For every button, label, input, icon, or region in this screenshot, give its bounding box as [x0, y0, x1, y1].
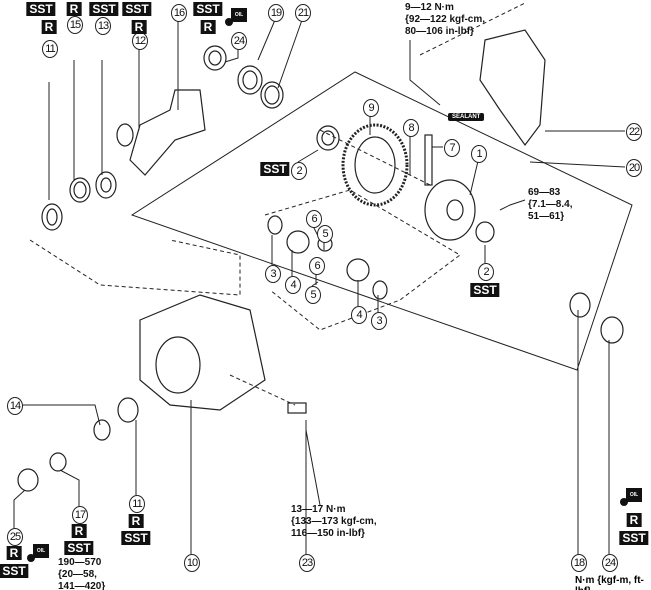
- shim-19: [237, 65, 263, 95]
- sst-tag: SST: [193, 2, 223, 16]
- bearing-race: [69, 177, 91, 203]
- bearing: [95, 171, 117, 199]
- sst-tag: SST: [0, 564, 29, 578]
- callout-15: 15: [67, 16, 83, 34]
- assembly-frame: [130, 71, 633, 371]
- callout-4: 4: [351, 306, 367, 324]
- torque-spec-ring-gear-bolt: 69—83 {7.1—8.4, 51—61}: [528, 187, 573, 222]
- oil-seal-18: [569, 292, 591, 318]
- callout-5: 5: [305, 286, 321, 304]
- drive-pinion: [129, 89, 206, 176]
- callout-24: 24: [602, 554, 618, 572]
- thrust-washer: [267, 215, 283, 235]
- callout-2: 2: [291, 162, 307, 180]
- replace-tag: R: [128, 514, 144, 528]
- sst-tag: SST: [619, 531, 649, 545]
- callout-3: 3: [371, 312, 387, 330]
- callout-7: 7: [444, 139, 460, 157]
- torque-spec-locknut: 190—570 {20—58, 141—420}: [58, 557, 106, 590]
- torque-spec-sensor: 13—17 N·m {133—173 kgf-cm, 116—150 in-lb…: [291, 504, 377, 539]
- oil-seal: [41, 203, 63, 231]
- callout-19: 19: [268, 4, 284, 22]
- oil-seal-24: [203, 45, 227, 71]
- parts: [17, 29, 624, 492]
- callout-4: 4: [285, 276, 301, 294]
- differential-case: [424, 179, 476, 241]
- callout-25: 25: [7, 528, 23, 546]
- callout-14: 14: [7, 397, 23, 415]
- torque-spec-cover-bolt: 9—12 N·m {92—122 kgf-cm, 80—106 in-lbf}: [405, 2, 486, 37]
- replace-tag: R: [66, 2, 82, 16]
- pilot-bearing: [93, 419, 111, 441]
- callout-20: 20: [626, 159, 642, 177]
- sst-tag: SST: [26, 2, 56, 16]
- replace-tag: R: [71, 524, 87, 538]
- replace-tag: R: [626, 513, 642, 527]
- callout-24: 24: [231, 32, 247, 50]
- shim-21: [260, 81, 284, 109]
- oil-icon: OIL: [27, 544, 49, 562]
- side-bearing-2: [475, 221, 495, 243]
- oil-icon: OIL: [225, 8, 247, 26]
- oil-seal-25: [17, 468, 39, 492]
- callout-6: 6: [306, 210, 322, 228]
- callout-11: 11: [129, 495, 145, 513]
- sst-tag: SST: [89, 2, 119, 16]
- dashed-guide: [264, 189, 461, 331]
- unit-note: N·m {kgf-m, ft-lbf}: [575, 575, 644, 590]
- oil-icon: OIL: [620, 488, 642, 506]
- side-gear: [286, 230, 310, 254]
- replace-tag: R: [200, 20, 216, 34]
- callout-12: 12: [132, 32, 148, 50]
- callout-23: 23: [299, 554, 315, 572]
- pinion-shaft: [424, 134, 433, 186]
- callout-6: 6: [309, 257, 325, 275]
- callout-22: 22: [626, 123, 642, 141]
- leader-lines: [13, 19, 626, 554]
- cover: [479, 29, 546, 147]
- callout-10: 10: [184, 554, 200, 572]
- replace-tag: R: [6, 546, 22, 560]
- replace-tag: R: [131, 20, 147, 34]
- callout-5: 5: [317, 225, 333, 243]
- carrier-housing: [139, 294, 266, 411]
- callout-1: 1: [471, 145, 487, 163]
- ring-gear: [341, 123, 409, 207]
- callout-21: 21: [295, 4, 311, 22]
- callout-17: 17: [72, 506, 88, 524]
- sst-tag: SST: [470, 283, 500, 297]
- speed-sensor: [287, 402, 307, 414]
- callout-8: 8: [403, 119, 419, 137]
- locknut-17: [49, 452, 67, 472]
- sst-tag: SST: [122, 2, 152, 16]
- spacer: [116, 123, 134, 147]
- callout-18: 18: [571, 554, 587, 572]
- dashed-guide: [29, 239, 241, 296]
- callout-13: 13: [95, 17, 111, 35]
- sst-tag: SST: [64, 541, 94, 555]
- thrust-washer-2: [372, 280, 388, 300]
- callout-3: 3: [265, 265, 281, 283]
- replace-tag: R: [41, 20, 57, 34]
- callout-9: 9: [363, 99, 379, 117]
- sst-tag: SST: [260, 162, 290, 176]
- sst-tag: SST: [121, 531, 151, 545]
- callout-16: 16: [171, 4, 187, 22]
- sealant-tube-icon: SEALANT: [448, 113, 485, 121]
- callout-11: 11: [42, 40, 58, 58]
- callout-2: 2: [478, 263, 494, 281]
- bearing-11: [117, 397, 139, 423]
- oil-seal-24b: [600, 316, 624, 344]
- side-bearing: [316, 125, 340, 151]
- side-gear-2: [346, 258, 370, 282]
